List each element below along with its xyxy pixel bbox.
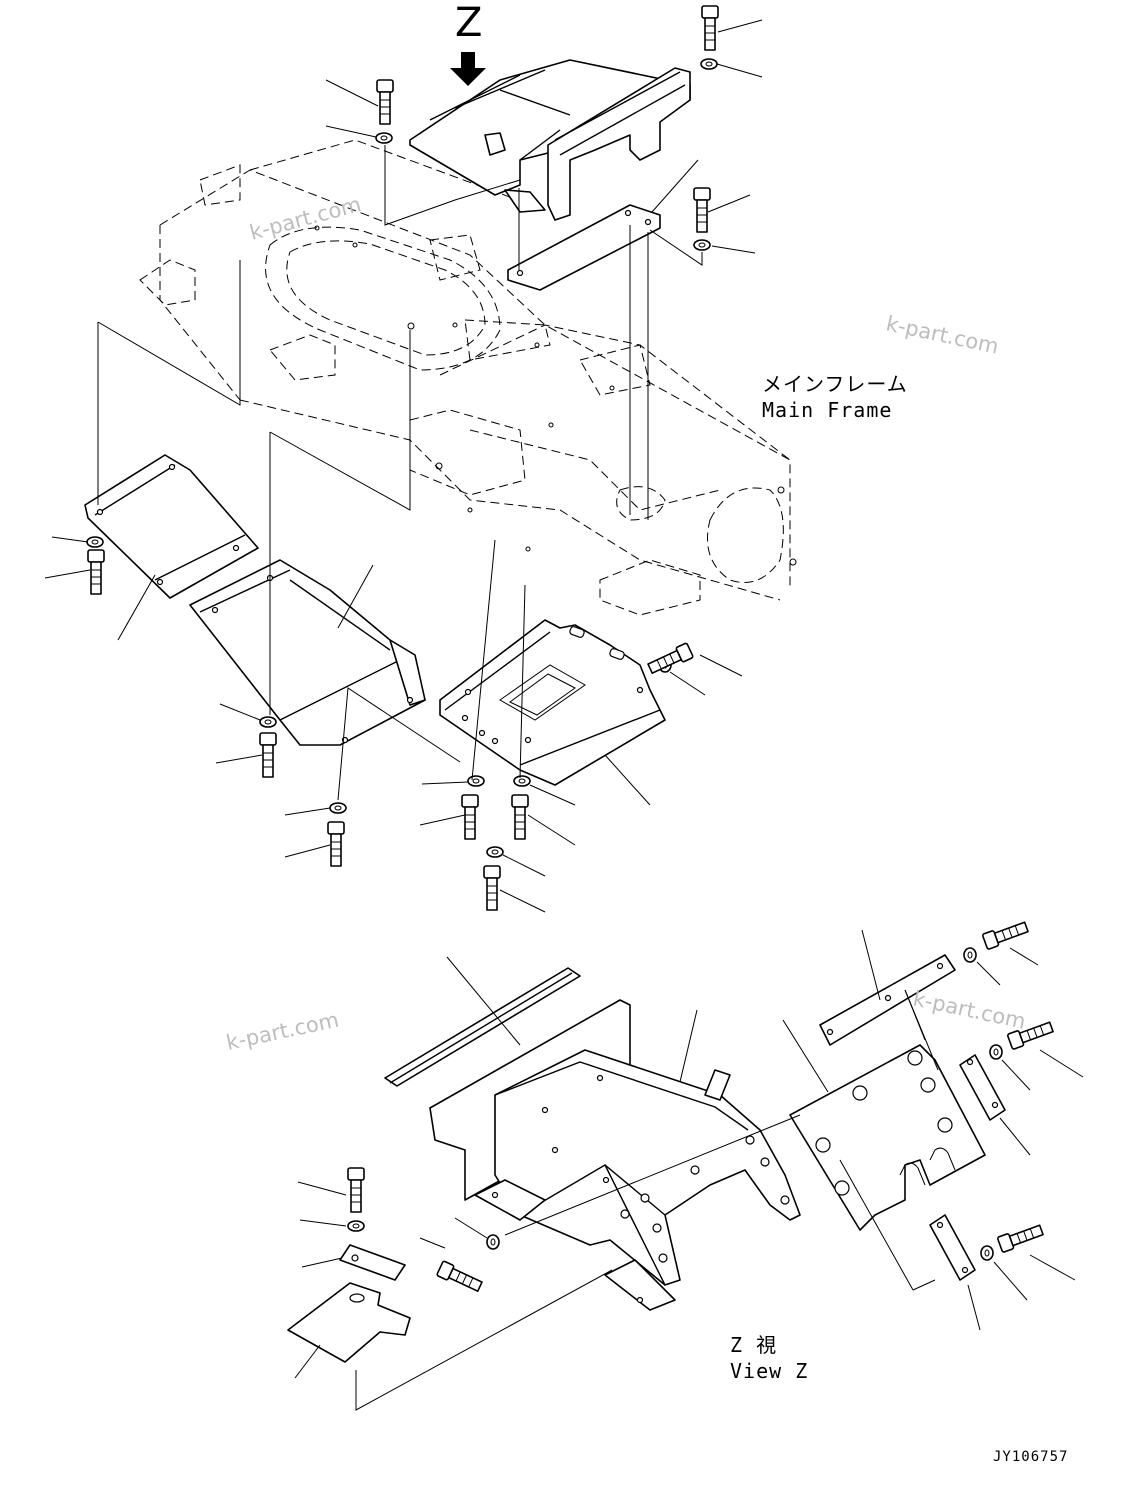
bolt-viewz-5 — [996, 1221, 1045, 1254]
washer-top-2 — [700, 58, 718, 70]
top-bracket-assembly — [409, 59, 691, 291]
washer-left-3 — [329, 802, 347, 814]
bolt-viewz-2 — [435, 1259, 485, 1295]
bolt-center-1 — [461, 794, 479, 840]
washer-left-1 — [86, 536, 104, 548]
washer-viewz-5 — [980, 1245, 994, 1261]
watermark-3: k-part.com — [224, 1008, 341, 1055]
main-frame-label-jp: メインフレーム — [762, 372, 908, 396]
view-arrow-icon — [450, 52, 486, 86]
washer-viewz-2 — [486, 1234, 500, 1250]
watermark-1: k-part.com — [247, 192, 364, 245]
washer-top-3 — [693, 239, 711, 251]
bolt-left-2 — [259, 732, 277, 778]
washer-center-3 — [486, 846, 504, 858]
bolt-top-1 — [376, 79, 394, 125]
left-leader-lines — [44, 260, 461, 858]
bolt-viewz-1 — [347, 1167, 365, 1213]
center-leader-lines — [419, 539, 743, 913]
washer-center-1 — [467, 775, 485, 787]
watermark-2: k-part.com — [884, 311, 1001, 358]
view-marker-label: Z — [455, 0, 482, 46]
bolt-center-4 — [645, 641, 695, 677]
view-z-label-jp: Z 視 — [730, 1333, 777, 1357]
washer-left-2 — [259, 716, 277, 728]
center-cover-plate — [439, 619, 666, 786]
washer-viewz-1 — [347, 1220, 365, 1232]
view-z-label-en: View Z — [730, 1359, 808, 1383]
washer-center-2 — [513, 775, 531, 787]
top-leader-lines — [325, 19, 763, 520]
watermark-4: k-part.com — [911, 986, 1028, 1033]
bolt-top-2 — [701, 5, 719, 51]
bolt-top-3 — [693, 187, 711, 233]
washer-top-1 — [375, 132, 393, 144]
washer-viewz-3 — [963, 947, 977, 963]
main-frame-label-en: Main Frame — [762, 398, 892, 422]
washer-viewz-4 — [989, 1044, 1003, 1060]
drawing-code: JY106757 — [993, 1449, 1068, 1465]
bolt-center-3 — [483, 865, 501, 911]
view-z-leader-lines — [294, 929, 1084, 1411]
bolt-viewz-3 — [981, 918, 1030, 951]
view-z-assembly — [287, 954, 1006, 1363]
bolt-left-1 — [87, 549, 105, 595]
bolt-left-3 — [327, 821, 345, 867]
bolt-center-2 — [511, 794, 529, 840]
left-cover-plates — [84, 454, 426, 746]
